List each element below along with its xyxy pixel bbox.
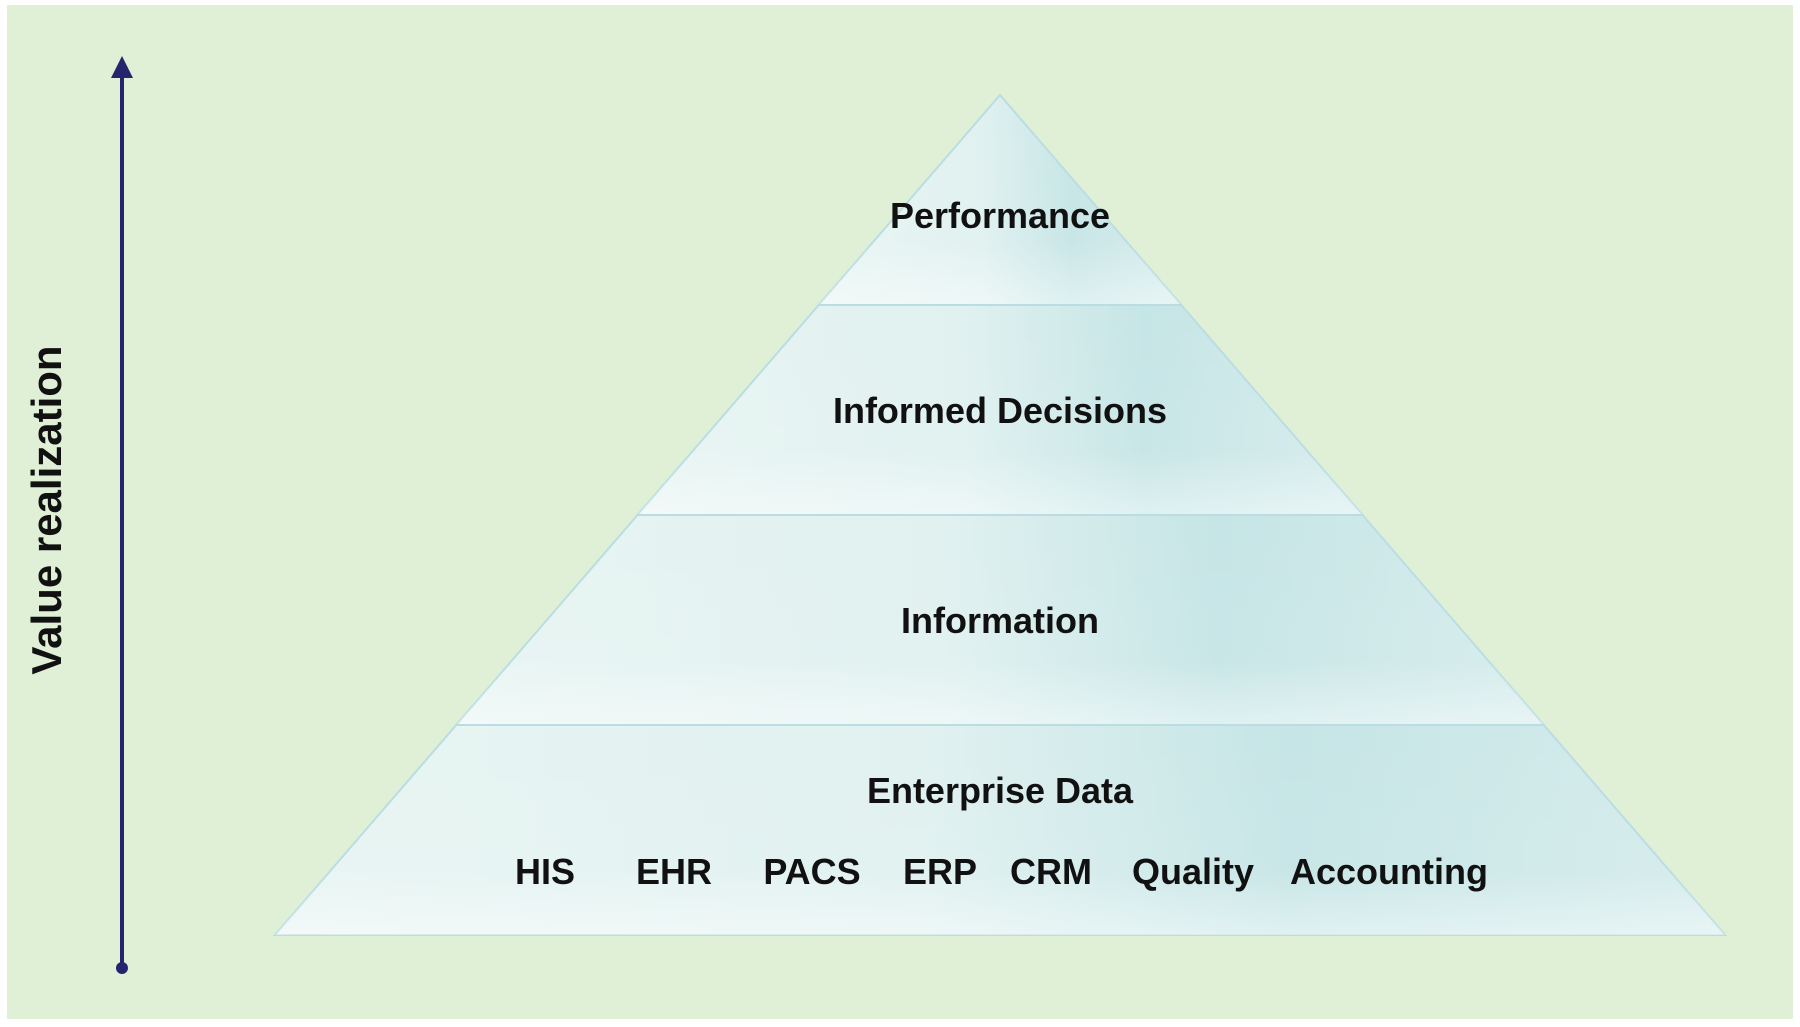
value-axis-label: Value realization [23, 345, 70, 674]
data-source-ehr: EHR [636, 851, 712, 892]
data-source-erp: ERP [903, 851, 977, 892]
arrow-up-icon [111, 56, 133, 78]
tier-label-information: Information [901, 600, 1099, 641]
tier-information-highlight [456, 515, 1544, 725]
data-source-quality: Quality [1132, 851, 1254, 892]
value-arrow [111, 56, 133, 974]
data-sources-row: HIS EHR PACS ERP CRM Quality Accounting [515, 851, 1488, 892]
tier-label-performance: Performance [890, 195, 1110, 236]
tier-performance-highlight [818, 95, 1182, 305]
arrow-base-dot-icon [116, 962, 128, 974]
data-source-accounting: Accounting [1290, 851, 1488, 892]
data-source-his: HIS [515, 851, 575, 892]
tier-label-informed-decisions: Informed Decisions [833, 390, 1167, 431]
tier-label-enterprise-data: Enterprise Data [867, 770, 1134, 811]
tier-informed-decisions-highlight [637, 305, 1363, 515]
pyramid [272, 93, 1728, 936]
data-source-pacs: PACS [763, 851, 860, 892]
data-source-crm: CRM [1010, 851, 1092, 892]
tier-enterprise-data-highlight [275, 725, 1725, 935]
